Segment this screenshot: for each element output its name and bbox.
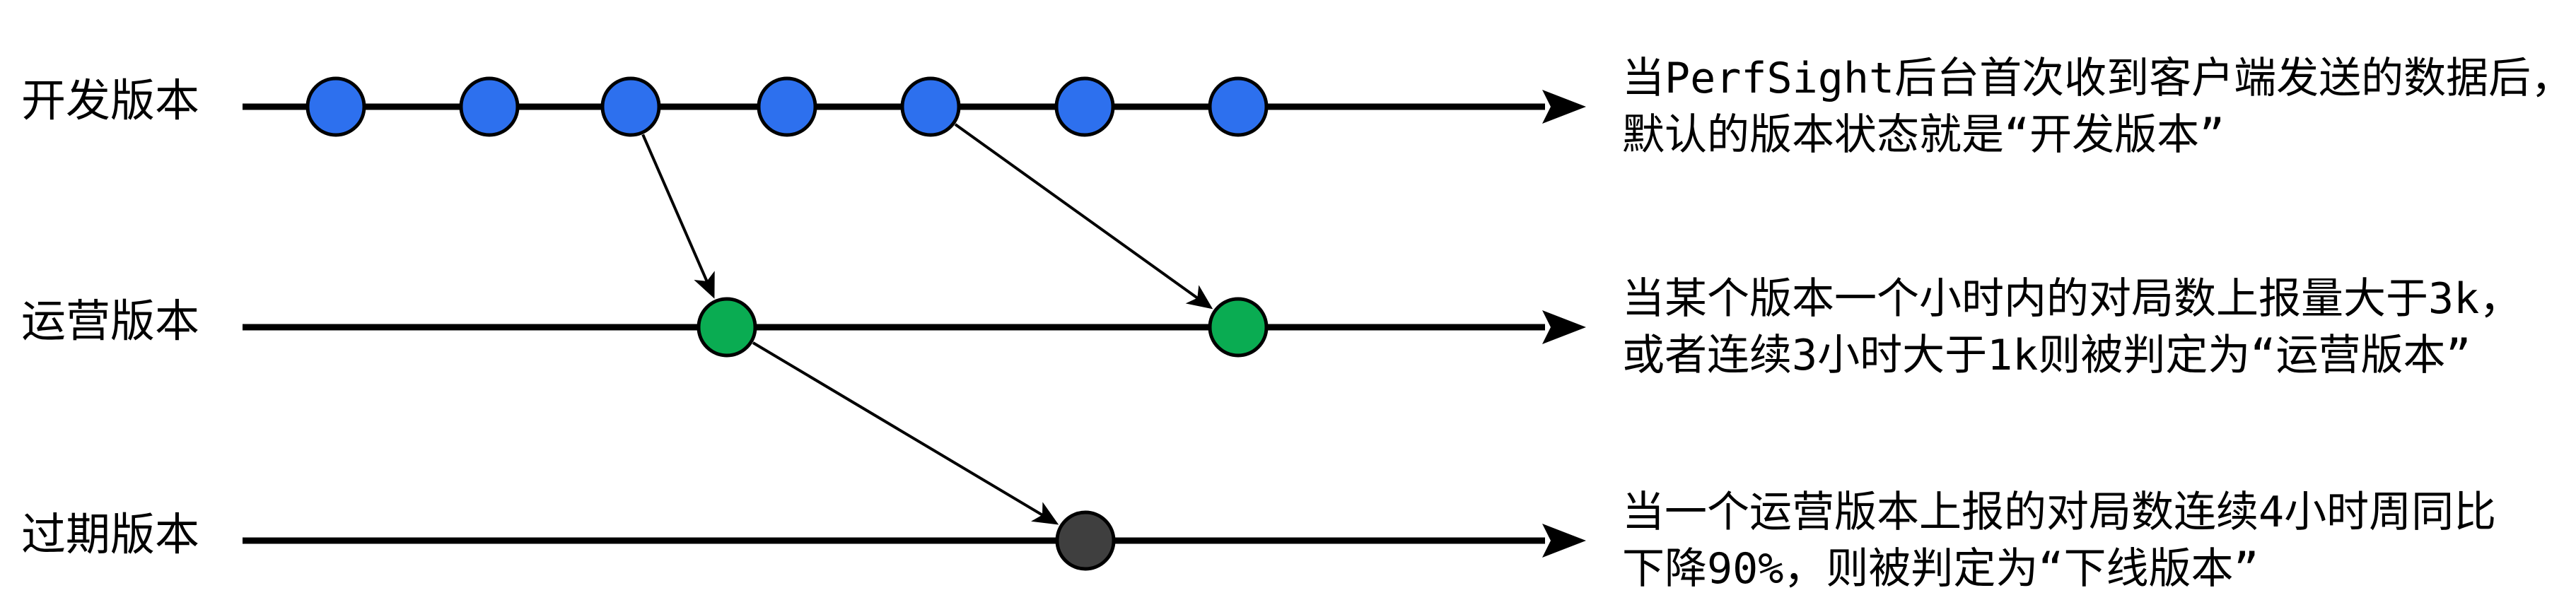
transitions-group [641,123,1213,525]
version-node-expired [1055,510,1116,571]
version-node-dev [900,76,961,137]
track-description-expired: 当一个运营版本上报的对局数连续4小时周同比 下降90%，则被判定为“下线版本” [1622,484,2576,597]
transition-arrow [641,134,715,299]
description-line: 下降90%，则被判定为“下线版本” [1622,544,2259,594]
version-nodes-group [305,76,1269,571]
description-line: 默认的版本状态就是“开发版本” [1622,110,2225,160]
version-node-dev [459,76,520,137]
version-node-dev [305,76,366,137]
version-node-dev [757,76,817,137]
description-line: 或者连续3小时大于1k则被判定为“运营版本” [1622,331,2471,380]
track-label-ops: 运营版本 [21,295,199,347]
transition-arrow [752,341,1059,525]
version-node-dev [1054,76,1115,137]
description-line: 当一个运营版本上报的对局数连续4小时周同比 [1622,488,2497,537]
track-description-dev: 当PerfSight后台首次收到客户端发送的数据后， 默认的版本状态就是“开发版… [1622,50,2576,163]
track-label-expired: 过期版本 [21,509,199,560]
version-node-dev [600,76,661,137]
version-node-dev [1208,76,1269,137]
timelines-group [243,90,1586,558]
description-line: 当某个版本一个小时内的对局数上报量大于3k， [1622,274,2522,324]
version-node-ops [1208,297,1269,358]
track-description-ops: 当某个版本一个小时内的对局数上报量大于3k， 或者连续3小时大于1k则被判定为“… [1622,271,2576,384]
version-node-ops [697,297,757,358]
transition-arrow [954,123,1213,310]
description-line: 当PerfSight后台首次收到客户端发送的数据后， [1622,54,2574,103]
track-label-dev: 开发版本 [21,75,199,126]
